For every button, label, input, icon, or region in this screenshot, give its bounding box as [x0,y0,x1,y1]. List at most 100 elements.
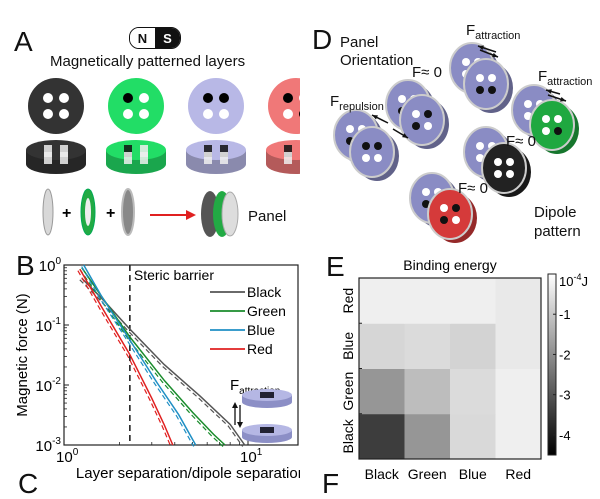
puck-hole [476,74,484,82]
dipole-pillar [284,152,292,164]
heatmap-cell-black-blue [450,413,496,460]
puck-hole [362,142,370,150]
y-tick-label: 10-2 [35,376,61,395]
pair-green-front [529,99,579,154]
heatmap-cell-green-red [495,368,542,415]
puck-hole [374,142,382,150]
dipole-pillar [44,145,52,157]
inset-arrow-down-head [237,422,243,428]
arrow-attract-right-1-head [546,89,552,94]
panel-b-letter: B [16,250,35,281]
puck-hole [412,110,420,118]
puck-face [529,99,575,151]
dipole-pillar [60,145,68,157]
dipole-pillar [60,152,68,164]
puck-hole [440,216,448,224]
y-tick-label: 10-3 [35,436,61,455]
puck-hole [476,86,484,94]
puck-hole [542,115,550,123]
colorbar-unit-label: 10-4J [559,272,588,289]
puck-hole [542,127,550,135]
series-fit-red [77,270,172,447]
orientation-label-1: Panel [340,34,379,51]
puck-face [463,58,509,110]
dipole-label-1: Dipole [534,204,577,221]
heatmap-cell-green-blue [450,368,496,415]
puck-hole [506,170,514,178]
layer-puck-top [106,140,166,160]
puck-hole [452,216,460,224]
layer-puck-top [26,140,86,160]
y-category-label: Green [340,372,356,411]
f-symbol: F [330,93,340,110]
panel-c-letter-partial: C [18,468,39,499]
puck-hole [346,125,354,133]
heatmap-cell-green-green [404,368,451,415]
layer-black [26,78,86,174]
series-line-black [81,277,246,446]
magnet-north: N [130,28,155,48]
heatmap-cell-green-black [359,368,405,415]
dipole-dot [299,111,300,117]
puck-hole [476,154,484,162]
puck-hole [554,115,562,123]
puck-hole [412,122,420,130]
heatmap-cell-black-black [359,413,405,460]
plus-sign-1: + [62,205,71,222]
x-category-label: Green [408,466,447,482]
f-zero-label-2: F≈ 0 [506,133,536,150]
unit-j: J [581,274,588,289]
dipole-dot [219,109,229,119]
puck-hole [476,142,484,150]
puck-face [349,126,395,178]
heatmap-cell-blue-black [359,323,405,369]
dipole-pillar [204,145,212,157]
puck-hole [494,158,502,166]
layer-green [106,78,166,174]
y-tick-base: 10 [35,378,52,395]
heatmap-cell-black-green [404,413,451,460]
heatmap-cell-blue-green [404,323,451,369]
y-tick-base: 10 [35,318,52,335]
panel-assembly-front [221,191,239,237]
puck-hole [488,86,496,94]
puck-hole [422,200,430,208]
dipole-pillar [284,145,292,157]
pair-rep-front [349,126,399,181]
dipole-pillar [124,152,132,164]
layer-disc-top [268,78,300,134]
puck-hole [506,158,514,166]
steric-barrier-label: Steric barrier [134,267,214,283]
puck-hole [524,100,532,108]
f-attraction-label-right: Fattraction [538,68,592,88]
layer-disc-top [188,78,244,134]
legend-label-green: Green [247,303,286,319]
x-category-label: Blue [459,466,487,482]
outer-plate-right [121,188,135,236]
puck-hole [424,122,432,130]
y-category-label: Blue [340,332,356,360]
plot-frame [63,264,299,446]
legend-label-black: Black [247,284,282,300]
dipole-dot [43,109,53,119]
series-fit-blue [81,266,195,447]
x-tick-base: 10 [240,449,257,466]
puck-hole [440,204,448,212]
f-sub: attraction [475,30,521,42]
dipole-dot [283,109,293,119]
x-tick-exp: 1 [257,447,263,458]
colorbar-tick-label: -2 [559,347,571,362]
dipole-dot [283,93,293,103]
dipole-dot [123,109,133,119]
dipole-dot [203,109,213,119]
dipole-dot [123,93,133,103]
puck-hole [422,188,430,196]
dipole-pillar [140,152,148,164]
dipole-pillar [44,152,52,164]
heatmap-cell-red-black [359,278,405,324]
heatmap-cell-red-green [404,278,451,324]
y-tick-base: 10 [35,438,52,455]
puck-hole [424,110,432,118]
dipole-dot [139,109,149,119]
x-tick-label: 101 [240,447,263,466]
